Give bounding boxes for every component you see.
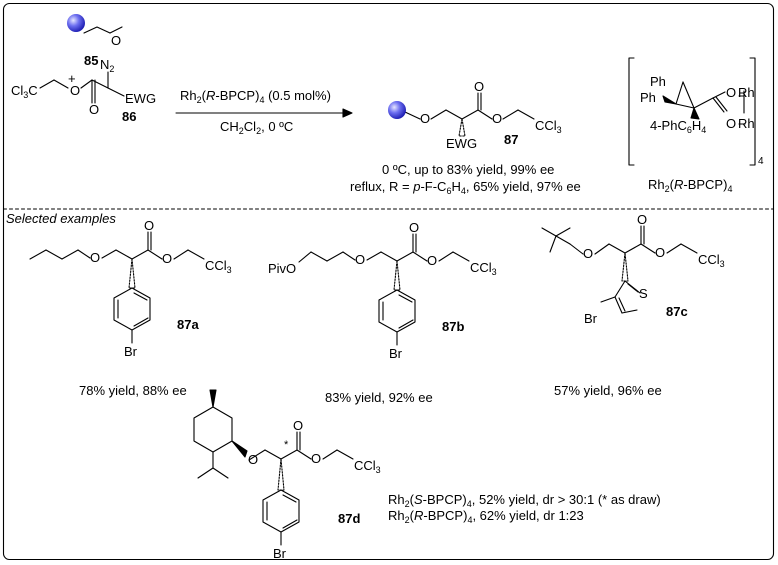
reaction-arrow-head	[342, 108, 353, 118]
atom-o: O	[637, 212, 648, 227]
cyclopropane-wedge-ph	[662, 95, 677, 105]
compound-86-label: 86	[122, 109, 137, 124]
compound-87-label: 87	[504, 132, 519, 147]
cyclopropane-bonds	[675, 81, 746, 125]
atom-o: O	[293, 418, 304, 433]
atom-o: O	[144, 218, 155, 233]
product-sphere-icon	[388, 101, 406, 119]
ewg-product-label: EWG	[446, 136, 478, 151]
atom-o: O	[427, 253, 438, 268]
diazo-ester-bonds	[39, 71, 125, 104]
atom-o: O	[311, 451, 322, 466]
atom-o: O	[70, 83, 81, 98]
atom-br: Br	[124, 344, 137, 359]
o-bottom-label: O	[726, 116, 737, 131]
ex-b-result: 83% yield, 92% ee	[325, 390, 433, 405]
atom-br: Br	[389, 346, 402, 361]
ccl3-label: CCl3	[354, 458, 381, 475]
plus-sign: +	[68, 71, 76, 86]
bracket-multiplier: 4	[758, 156, 764, 167]
stereo-star: *	[284, 439, 289, 451]
ex-a-result: 78% yield, 88% ee	[79, 383, 187, 398]
compound-87d-label: 87d	[338, 511, 361, 526]
ccl3-label: CCl3	[205, 258, 232, 275]
alkene-bonds	[83, 26, 111, 34]
ccl3-label: CCl3	[698, 252, 725, 269]
ex-c-bonds	[541, 225, 698, 314]
atom-br: Br	[273, 546, 286, 561]
catalyst-condition: Rh2(R-BPCP)4 (0.5 mol%)	[180, 88, 331, 105]
atom-o: O	[474, 79, 485, 94]
atom-o: O	[162, 251, 173, 266]
result-line-2: reflux, R = p-F-C6H4, 65% yield, 97% ee	[350, 179, 581, 196]
product-hashed-bond	[458, 118, 466, 137]
ex-d-bonds	[193, 389, 354, 546]
rh-top-label: Rh	[738, 85, 755, 100]
section-label: Selected examples	[6, 211, 116, 226]
ex-c-result: 57% yield, 96% ee	[554, 383, 662, 398]
ph-label-2: Ph	[640, 90, 656, 105]
aryl-label: 4-PhC6H4	[650, 118, 707, 135]
atom-o: O	[355, 252, 366, 267]
cyclopropane-wedge-aryl	[690, 107, 700, 120]
atom-br: Br	[584, 311, 597, 326]
compound-87b-label: 87b	[442, 319, 465, 334]
catalyst-name: Rh2(R-BPCP)4	[648, 177, 733, 194]
atom-o: O	[90, 250, 101, 265]
atom-o: O	[409, 220, 420, 235]
ccl3-label: CCl3	[535, 118, 562, 135]
pivo-label: PivO	[268, 261, 297, 276]
cl3c-label: Cl3C	[11, 83, 38, 100]
ccl3-label: CCl3	[470, 260, 497, 277]
ex-d-result-line1: Rh2(S-BPCP)4, 52% yield, dr > 30:1 (* as…	[388, 492, 661, 509]
atom-o: O	[492, 111, 503, 126]
atom-o: O	[89, 102, 100, 117]
atom-o: O	[583, 246, 594, 261]
substrate-sphere-icon	[67, 14, 85, 32]
n2-label: N2	[100, 57, 115, 74]
solvent-condition: CH2Cl2, 0 ºC	[220, 119, 294, 136]
compound-85-label: 85	[84, 53, 99, 68]
atom-o: O	[248, 452, 259, 467]
product-bonds	[404, 92, 535, 120]
atom-s: S	[639, 286, 648, 301]
compound-87a-label: 87a	[177, 317, 199, 332]
ewg-reagent-label: EWG	[125, 91, 157, 106]
bracket-right	[749, 57, 756, 166]
ex-b-bonds	[298, 233, 470, 346]
atom-o: O	[420, 111, 431, 126]
bracket-left	[628, 57, 635, 166]
ex-d-wedge	[231, 440, 248, 458]
o-top-label: O	[726, 85, 737, 100]
rh-bottom-label: Rh	[738, 116, 755, 131]
result-line-1: 0 ºC, up to 83% yield, 99% ee	[382, 162, 555, 177]
ex-a-bonds	[29, 231, 205, 344]
atom-o: O	[655, 245, 666, 260]
atom-o: O	[111, 33, 122, 48]
ex-d-result-line2: Rh2(R-BPCP)4, 62% yield, dr 1:23	[388, 508, 584, 525]
ph-label-1: Ph	[650, 74, 666, 89]
compound-87c-label: 87c	[666, 304, 688, 319]
